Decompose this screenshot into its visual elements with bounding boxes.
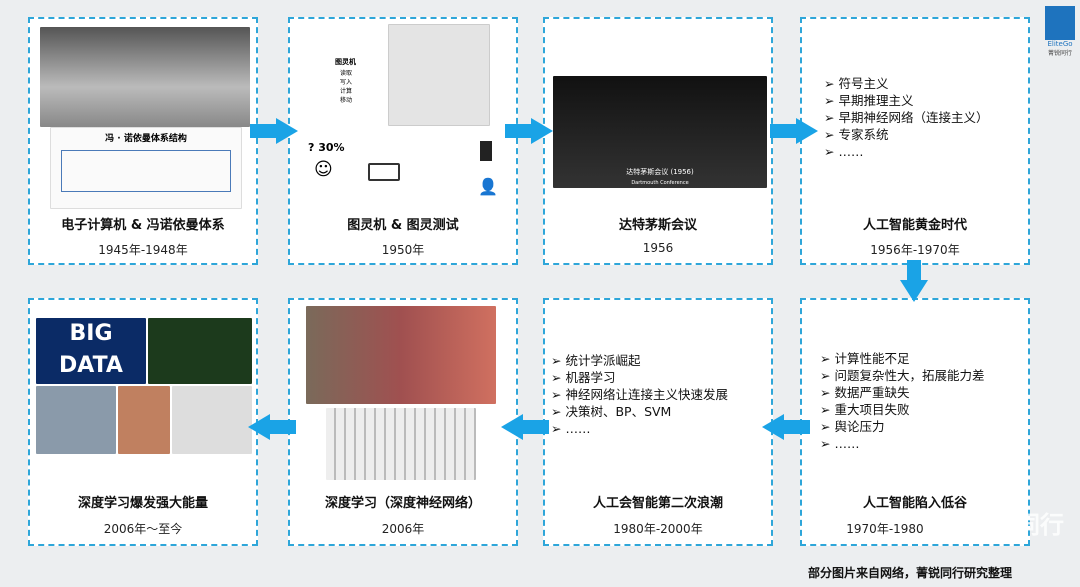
stage-golden-age: 符号主义早期推理主义早期神经网络（连接主义）专家系统…… 人工智能黄金时代 19… [800,17,1030,265]
big-data-image: BIG DATA [36,318,146,384]
stage-deep-learning: 深度学习（深度神经网络） 2006年 [288,298,518,546]
robot-image [36,386,116,454]
cnn-diagram [326,408,476,480]
watermark: 菁锐同行 [968,511,1064,539]
turing-machine-sketch [388,24,490,126]
computer-icon [480,141,492,161]
stage-big-data: BIG DATA 深度学习爆发强大能量 2006年～至今 [28,298,258,546]
stage-second-wave: 统计学派崛起机器学习神经网络让连接主义快速发展决策树、BP、SVM…… 人工会智… [543,298,773,546]
researchers-photo [306,306,496,404]
dartmouth-photo: 达特茅斯会议 (1956) Dartmouth Conference [553,76,767,188]
keyboard-icon [368,163,400,181]
imagenet-image [172,386,252,454]
portrait-image [118,386,170,454]
person-icon: 👤 [478,177,498,196]
stage-eniac: 冯 · 诺依曼体系结构 电子计算机 & 冯诺依曼体系 1945年-1948年 [28,17,258,265]
stage-ai-winter: 计算性能不足问题复杂性大，拓展能力差数据严重缺失重大项目失败舆论压力…… 人工智… [800,298,1030,546]
woman-icon: ☺ [314,159,333,180]
stage-turing: 图灵机 读取写入计算移动 ? 30% ☺ 👤 图灵机 & 图灵测试 1950年 [288,17,518,265]
chip-image [148,318,252,384]
footer-note: 部分图片来自网络，菁锐同行研究整理 [808,566,1013,580]
stage-dartmouth: 达特茅斯会议 (1956) Dartmouth Conference 达特茅斯会… [543,17,773,265]
eniac-photo [40,27,250,127]
von-neumann-diagram: 冯 · 诺依曼体系结构 [50,127,242,209]
logo: EliteGo 菁锐同行 [1044,6,1076,57]
